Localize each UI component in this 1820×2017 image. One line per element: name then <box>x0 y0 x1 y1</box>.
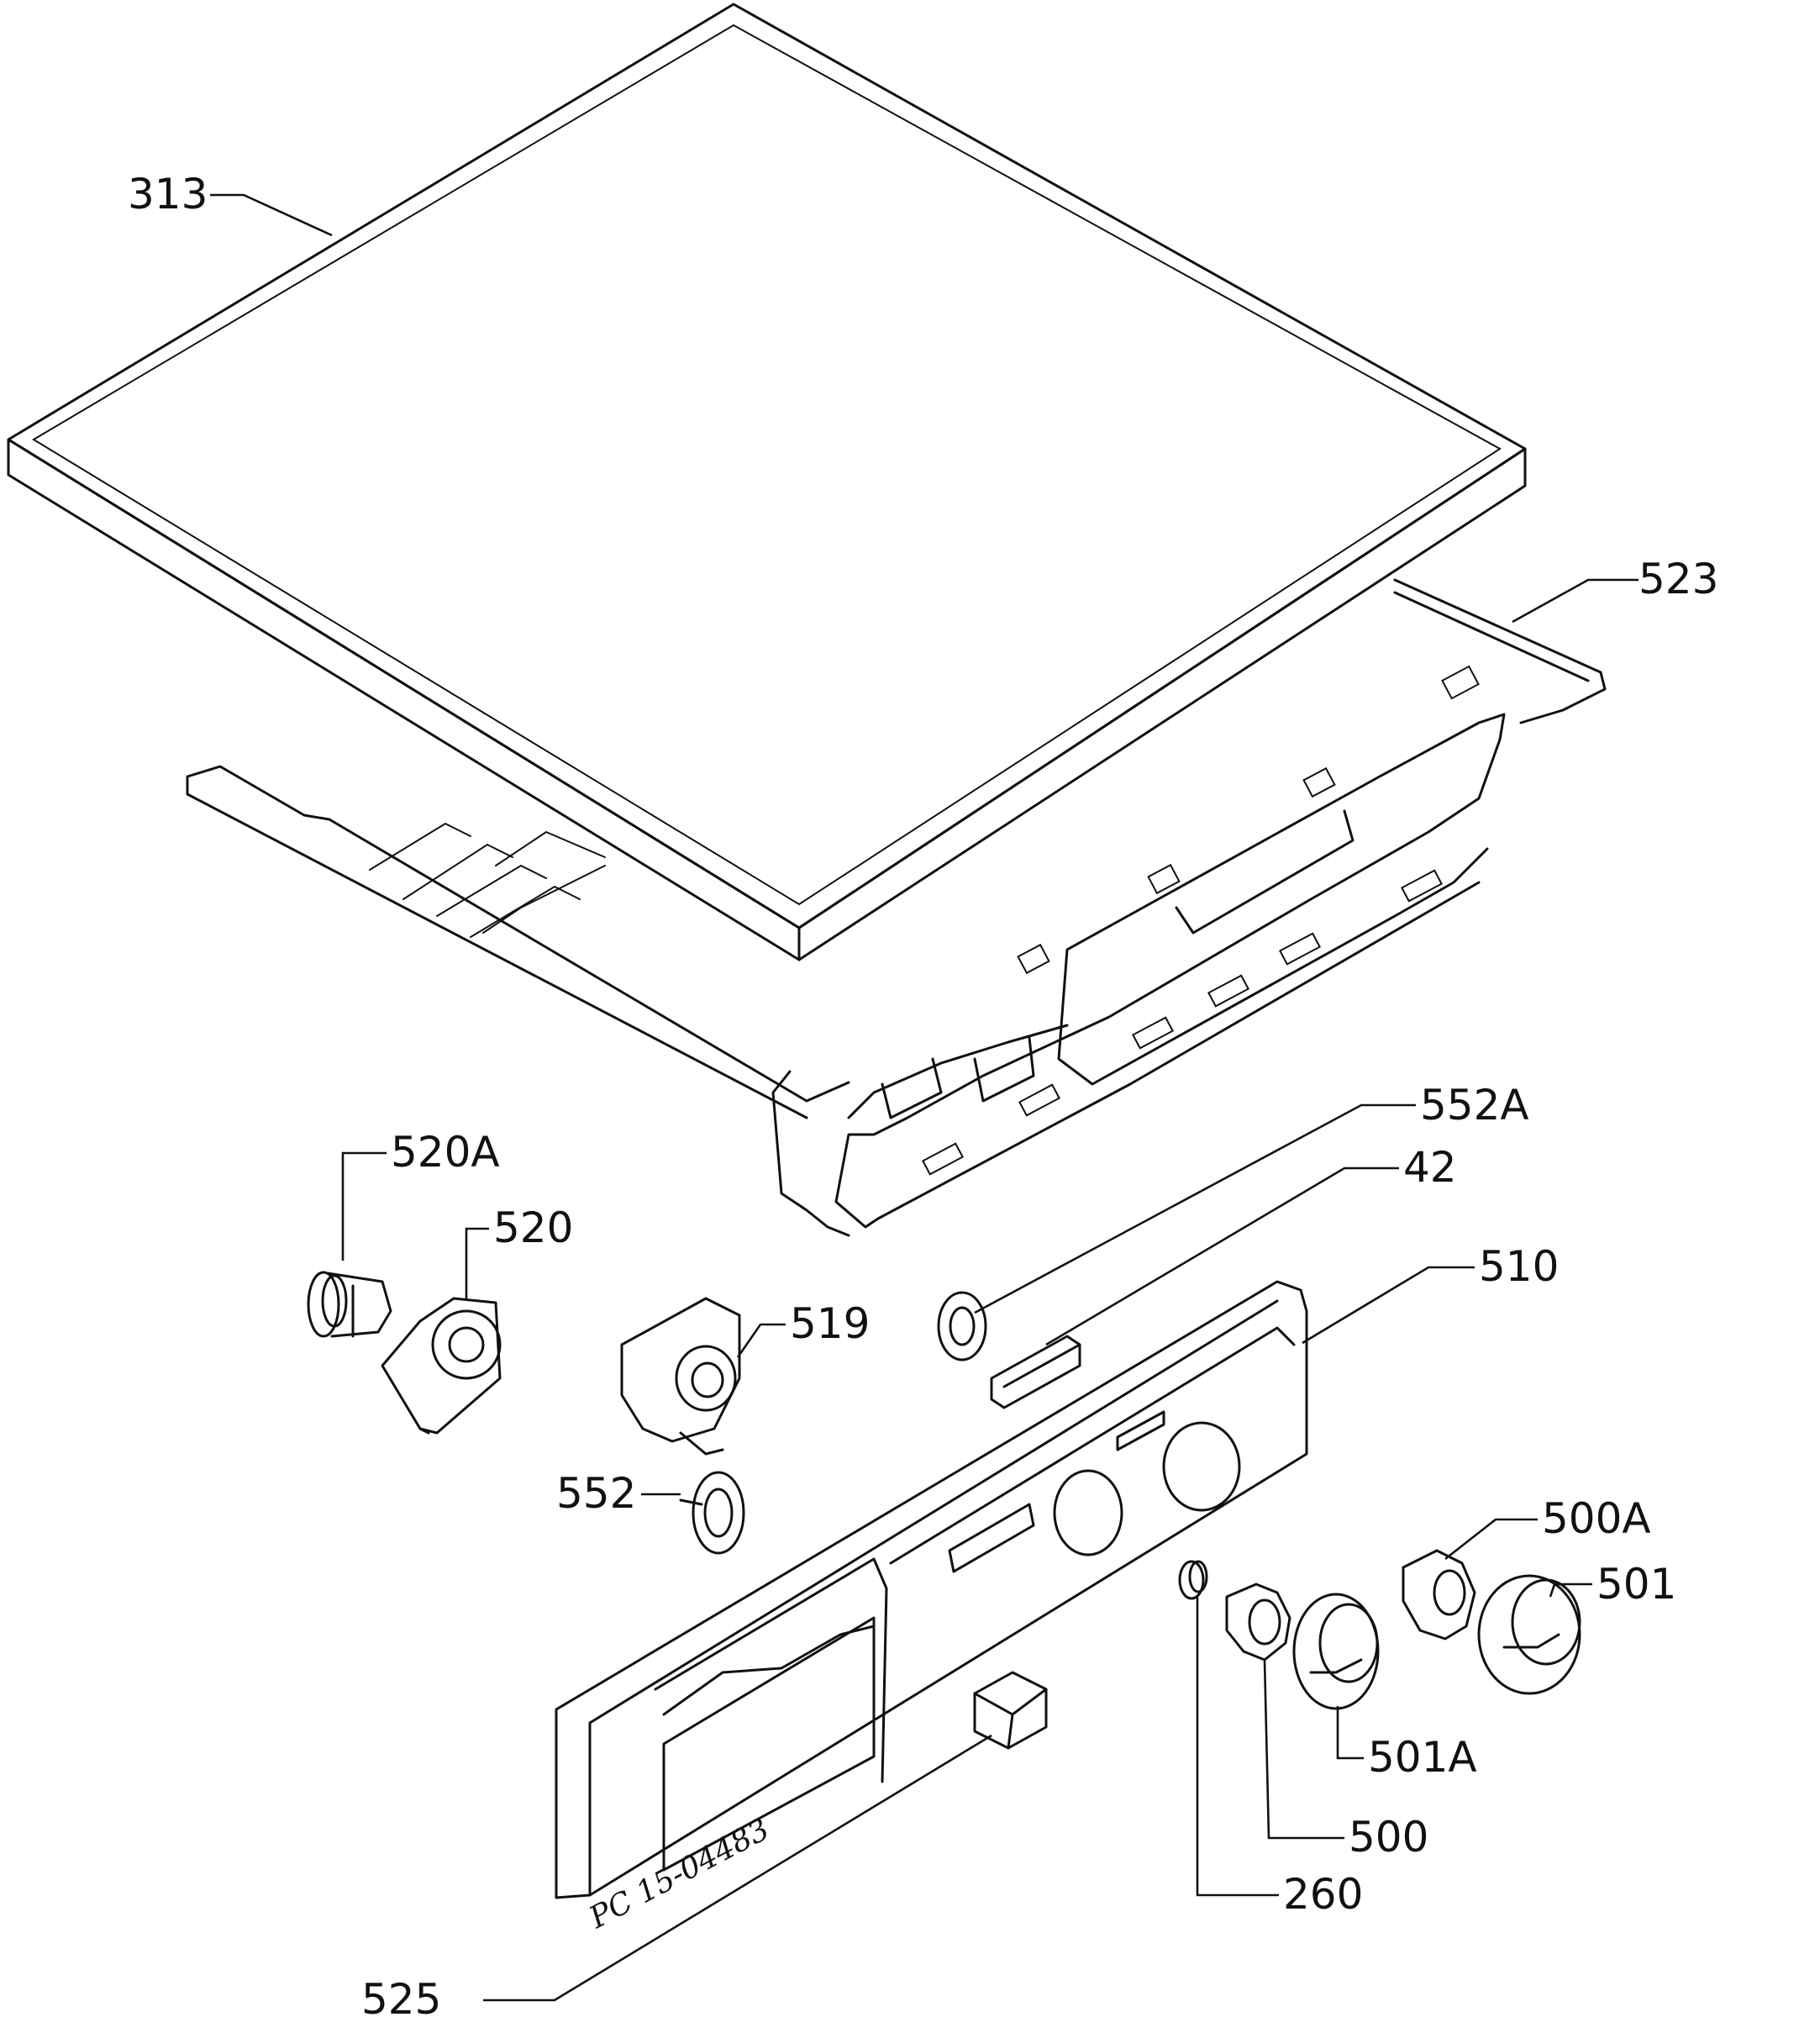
part-bracket <box>620 1297 741 1456</box>
callout-523: 523 <box>1639 555 1718 603</box>
callout-525: 525 <box>361 1975 441 2017</box>
part-knob-base-a <box>1402 1549 1476 1640</box>
part-frame-bracket <box>186 578 1607 1237</box>
part-spring <box>1178 1560 1208 1600</box>
callout-520: 520 <box>493 1203 573 1252</box>
part-ring <box>937 1291 987 1361</box>
part-knob <box>1477 1574 1581 1695</box>
callout-labels: 313 523 552A 42 520A 520 510 519 552 500… <box>128 170 1718 2017</box>
part-switch <box>973 1671 1048 1750</box>
callout-501a: 501A <box>1368 1733 1477 1782</box>
part-switch-housing <box>381 1297 502 1435</box>
callout-552a: 552A <box>1420 1081 1529 1130</box>
leader-lines <box>210 193 1639 2002</box>
part-indicator-block <box>990 1335 1081 1409</box>
callout-500a: 500A <box>1542 1494 1651 1543</box>
callout-510: 510 <box>1479 1242 1559 1291</box>
callout-520a: 520A <box>391 1128 500 1177</box>
callout-260: 260 <box>1283 1870 1363 1919</box>
callout-519: 519 <box>790 1299 870 1348</box>
document-reference: PC 15-04483 <box>583 1812 775 1935</box>
part-knob-a <box>1292 1593 1380 1710</box>
callout-42: 42 <box>1403 1143 1457 1192</box>
part-control-panel <box>555 1280 1308 1899</box>
part-knob-base <box>1225 1583 1291 1662</box>
callout-501: 501 <box>1596 1560 1676 1609</box>
part-top-cover <box>7 3 1527 961</box>
callout-500: 500 <box>1349 1813 1428 1862</box>
callout-552: 552 <box>556 1469 636 1518</box>
callout-313: 313 <box>128 170 208 219</box>
part-knob-shaft <box>307 1271 392 1338</box>
part-knob-insert <box>679 1471 745 1555</box>
